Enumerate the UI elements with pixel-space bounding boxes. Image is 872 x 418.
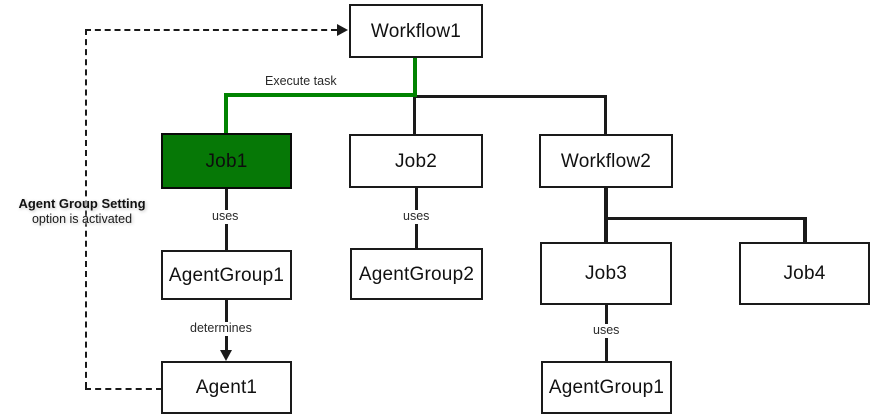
node-agentgroup2-label: AgentGroup2 — [358, 263, 475, 285]
edge-bus-down-workflow2 — [604, 95, 607, 134]
node-job3[interactable]: Job3 — [540, 242, 672, 305]
edge-bus-down-job2 — [413, 95, 416, 134]
node-agentgroup1-secondary[interactable]: AgentGroup1 — [541, 361, 672, 414]
node-job2[interactable]: Job2 — [349, 134, 483, 188]
edge-workflow2-bus — [604, 217, 807, 220]
edge-execute-task-horizontal — [224, 93, 417, 97]
node-workflow1[interactable]: Workflow1 — [349, 4, 483, 58]
node-agent1[interactable]: Agent1 — [161, 361, 292, 414]
node-agentgroup1[interactable]: AgentGroup1 — [161, 250, 292, 300]
node-agentgroup1-label: AgentGroup1 — [168, 264, 285, 286]
feedback-dashed-left — [85, 29, 87, 388]
feedback-arrowhead-icon — [337, 24, 348, 36]
node-agent1-label: Agent1 — [195, 377, 258, 398]
node-workflow2-label: Workflow2 — [560, 150, 652, 172]
annotation-title: Agent Group Setting — [18, 196, 146, 211]
node-workflow1-label: Workflow1 — [370, 20, 462, 42]
edge-label-execute-task: Execute task — [261, 74, 341, 89]
agent-group-setting-annotation: Agent Group Setting option is activated — [7, 196, 157, 228]
annotation-subtitle: option is activated — [31, 212, 133, 227]
edge-workflow2-down — [604, 188, 608, 220]
edge-label-determines: determines — [186, 321, 256, 336]
node-agentgroup2[interactable]: AgentGroup2 — [350, 248, 483, 300]
edge-bus-down-job3 — [604, 217, 608, 244]
node-job4-label: Job4 — [783, 263, 826, 284]
edge-green-down-to-job1 — [224, 93, 228, 135]
node-job2-label: Job2 — [394, 150, 437, 172]
edge-bus-down-job4 — [803, 217, 807, 244]
determines-arrowhead-icon — [220, 350, 232, 361]
node-job4[interactable]: Job4 — [739, 242, 870, 305]
edge-label-uses-job3: uses — [589, 323, 624, 338]
feedback-dashed-bottom — [85, 388, 162, 390]
edge-workflow1-vertical-green — [413, 58, 417, 97]
edge-label-uses-job1: uses — [208, 209, 243, 224]
node-job3-label: Job3 — [584, 263, 627, 284]
node-agentgroup1-secondary-label: AgentGroup1 — [548, 377, 665, 398]
edge-workflow1-bus — [413, 95, 607, 98]
node-job1-label: Job1 — [205, 150, 248, 172]
feedback-dashed-top — [85, 29, 337, 31]
edge-label-uses-job2: uses — [399, 209, 434, 224]
node-job1[interactable]: Job1 — [161, 133, 292, 189]
node-workflow2[interactable]: Workflow2 — [539, 134, 673, 188]
